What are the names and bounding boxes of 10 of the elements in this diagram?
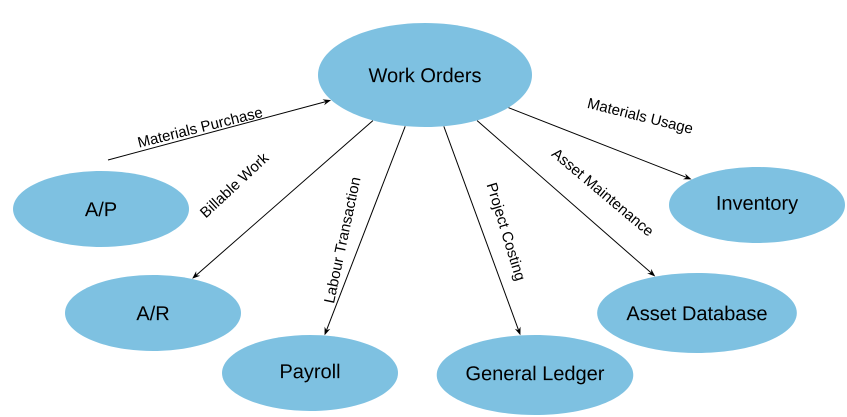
ellipse-node: Asset Database — [597, 273, 797, 353]
ellipse-node: Inventory — [669, 167, 845, 243]
ellipse-node: A/P — [13, 171, 189, 247]
ellipse-node: Work Orders — [318, 23, 532, 127]
ellipse-node: A/R — [65, 275, 241, 351]
ellipse-node: General Ledger — [436, 335, 634, 415]
edge-label: Materials Usage — [588, 98, 692, 134]
edge-label: Materials Purchase — [138, 110, 262, 148]
edge-label: Project Costing — [486, 182, 524, 281]
ellipse-node: Payroll — [222, 335, 398, 411]
